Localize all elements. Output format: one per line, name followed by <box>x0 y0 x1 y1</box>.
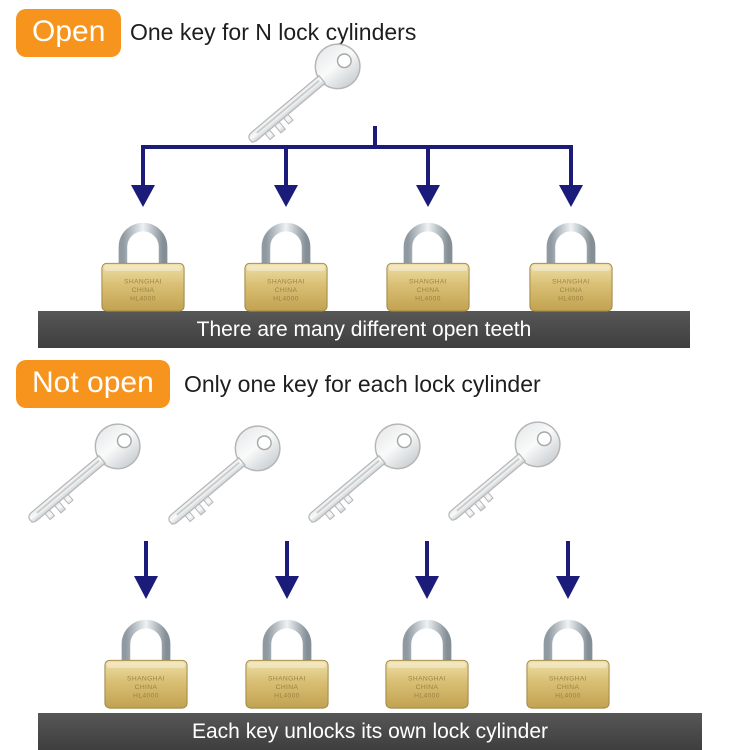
key-icon <box>147 410 299 551</box>
arrow-down-icon <box>415 576 439 599</box>
padlock-icon <box>239 603 335 710</box>
not-open-heading: Only one key for each lock cylinder <box>184 371 541 397</box>
bottom-arrows <box>144 541 570 578</box>
tree-connector <box>141 126 573 187</box>
arrow-down-icon <box>556 576 580 599</box>
key-icon <box>287 408 439 549</box>
open-banner: There are many different open teeth <box>38 311 690 348</box>
key-icon <box>7 408 159 549</box>
arrow-down-icon <box>134 576 158 599</box>
padlock-icon <box>95 206 191 313</box>
bottom-arrowheads <box>134 576 580 599</box>
arrow-down-icon <box>275 576 299 599</box>
not-open-badge: Not open <box>16 360 170 408</box>
padlock-icon <box>520 603 616 710</box>
arrow-down-icon <box>274 185 298 207</box>
padlock-icon <box>380 206 476 313</box>
arrow-down-icon <box>131 185 155 207</box>
tree-arrowheads <box>131 185 583 207</box>
key-icon <box>427 406 579 547</box>
master-key-icon <box>227 28 379 169</box>
not-open-banner: Each key unlocks its own lock cylinder <box>38 713 702 750</box>
open-badge: Open <box>16 9 122 57</box>
padlock-icon <box>379 603 475 710</box>
arrow-down-icon <box>416 185 440 207</box>
open-heading: One key for N lock cylinders <box>130 19 417 45</box>
padlock-icon <box>523 206 619 313</box>
padlock-icon <box>98 603 194 710</box>
arrow-down-icon <box>559 185 583 207</box>
padlock-icon <box>238 206 334 313</box>
